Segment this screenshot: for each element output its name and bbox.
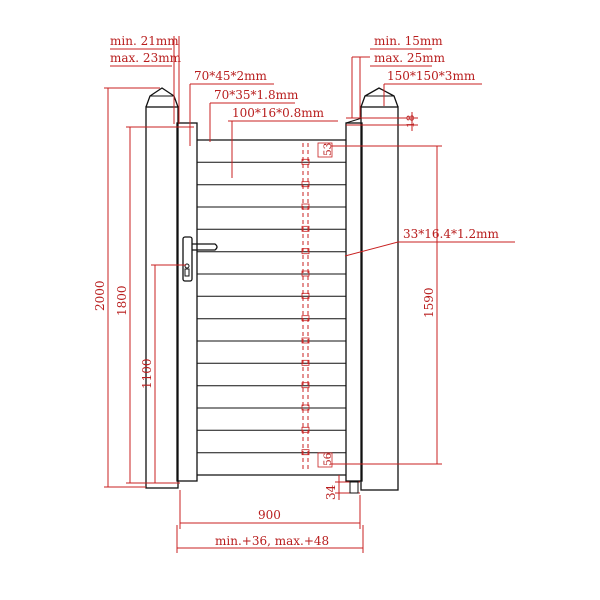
- overall-width-dimension: [176, 525, 364, 553]
- gate-frame: [176, 117, 363, 482]
- left-max-label: max. 23mm: [110, 51, 182, 65]
- spacer-top-dim: 53: [322, 143, 334, 156]
- overall-width-label: min.+36, max.+48: [215, 534, 329, 548]
- bottom-gap-label: 34: [324, 484, 338, 500]
- gate-height-label: 1800: [115, 285, 129, 316]
- left-min-label: min. 21mm: [110, 34, 179, 48]
- frame-profile-label: 70*45*2mm: [194, 69, 268, 83]
- gate-height-dimension: [126, 126, 194, 484]
- left-gap-annotation: min. 21mm max. 23mm: [110, 34, 182, 124]
- spacer-tick: [301, 449, 310, 456]
- spacer-tick: [301, 181, 310, 188]
- infill-height-dimension: [331, 145, 442, 465]
- spacer-tick: [301, 158, 310, 165]
- right-post: [360, 87, 399, 491]
- post-profile-callout: 150*150*3mm: [383, 69, 482, 106]
- spacer-bottom-dim: 56: [322, 452, 334, 466]
- post-profile-label: 150*150*3mm: [387, 69, 476, 83]
- right-max-label: max. 25mm: [374, 51, 446, 65]
- spacer-tick: [301, 225, 310, 232]
- right-min-label: min. 15mm: [374, 34, 443, 48]
- spacer-tick: [301, 426, 310, 433]
- handle-height-dimension: [151, 264, 186, 483]
- slat-profile-callout: 100*16*0.8mm: [228, 106, 338, 178]
- inner-profile-label: 70*35*1.8mm: [214, 88, 299, 102]
- slat-group: [197, 158, 346, 456]
- spacer-tick: [301, 337, 310, 344]
- gate-handle: [182, 236, 218, 282]
- inner-profile-callout: 70*35*1.8mm: [209, 88, 299, 142]
- handle-height-label: 1100: [140, 358, 154, 389]
- top-gap-dimension: [346, 112, 418, 131]
- right-gap-annotation: min. 15mm max. 25mm: [351, 34, 446, 118]
- frame-profile-callout: 70*45*2mm: [189, 69, 274, 146]
- spacer-tick: [301, 292, 310, 299]
- top-gap-label: 18: [405, 115, 417, 128]
- post-height-label: 2000: [93, 280, 107, 311]
- gate-width-dimension: [179, 490, 361, 529]
- slat-profile-label: 100*16*0.8mm: [232, 106, 325, 120]
- spacer-tick: [301, 248, 310, 255]
- spacer-tick: [301, 315, 310, 322]
- gate-width-label: 900: [258, 508, 281, 522]
- spacer-column: [302, 142, 333, 470]
- spacer-profile-label: 33*16.4*1.2mm: [403, 227, 499, 241]
- spacer-tick: [301, 270, 310, 277]
- spacer-profile-callout: 33*16.4*1.2mm: [344, 227, 515, 257]
- spacer-tick: [301, 404, 310, 411]
- post-height-dimension: [104, 87, 160, 488]
- spacer-tick: [301, 203, 310, 210]
- spacer-tick: [301, 359, 310, 366]
- infill-height-label: 1590: [422, 287, 436, 318]
- bottom-gap-dimension: [335, 475, 360, 500]
- spacer-tick: [301, 382, 310, 389]
- left-post: [145, 87, 179, 489]
